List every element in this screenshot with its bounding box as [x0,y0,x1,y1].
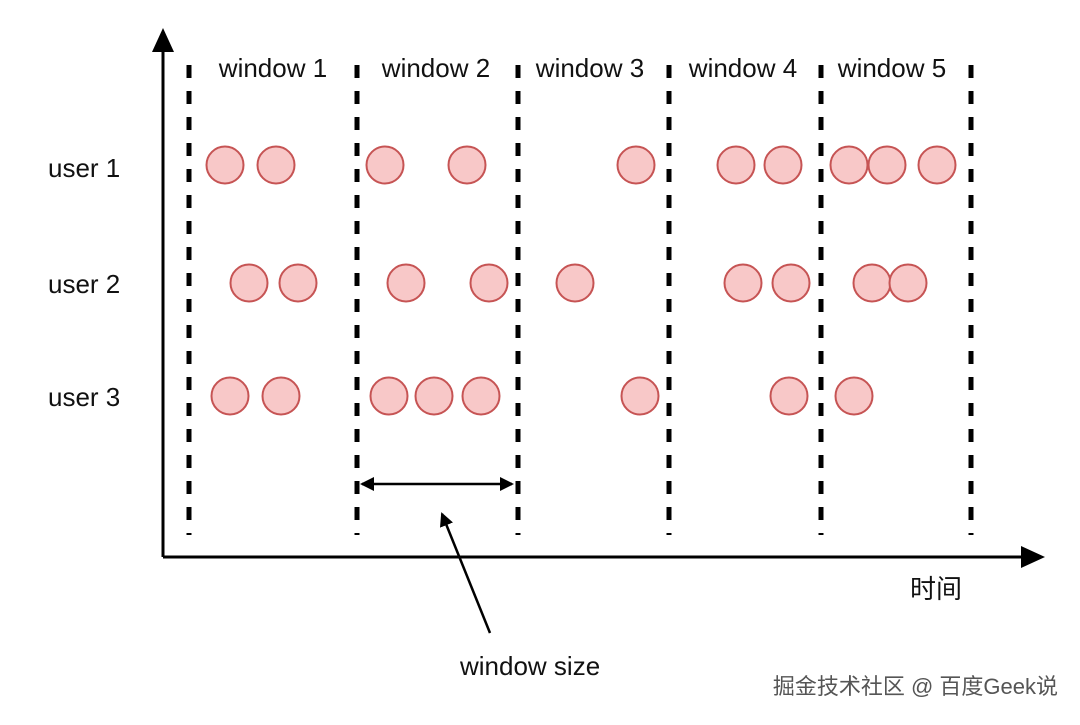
event-dot [261,376,301,416]
user-label-1: user 1 [48,153,120,183]
window-label-2: window 2 [381,53,490,83]
window-label-4: window 4 [688,53,797,83]
event-dot [834,376,874,416]
event-dot [461,376,501,416]
event-dot [888,263,928,303]
watermark: 掘金技术社区 @ 百度Geek说 [773,674,1058,699]
event-dot [256,145,296,185]
event-dot [917,145,957,185]
events-user-3 [210,376,874,416]
event-dot [205,145,245,185]
user-label-2: user 2 [48,269,120,299]
window-label-3: window 3 [535,53,644,83]
event-dot [369,376,409,416]
x-axis-arrowhead [1021,546,1045,568]
window-label-5: window 5 [837,53,946,83]
event-dot [555,263,595,303]
event-dot [620,376,660,416]
y-axis-arrowhead [152,28,174,52]
event-dot [469,263,509,303]
window-size-label: window size [459,651,600,681]
event-dot [716,145,756,185]
window-label-1: window 1 [218,53,327,83]
event-dot [616,145,656,185]
event-dot [386,263,426,303]
event-dot [763,145,803,185]
event-dot [771,263,811,303]
window-boundaries [186,65,974,535]
event-dot [229,263,269,303]
events-user-2 [229,263,928,303]
event-dot [769,376,809,416]
user-label-3: user 3 [48,382,120,412]
events-user-1 [205,145,957,185]
event-dot [365,145,405,185]
event-dot [447,145,487,185]
event-dot [867,145,907,185]
window-size-pointer [439,512,492,634]
event-dot [210,376,250,416]
event-dot [852,263,892,303]
event-dot [723,263,763,303]
time-axis-label: 时间 [910,574,962,604]
event-dot [829,145,869,185]
event-dot [278,263,318,303]
event-dot [414,376,454,416]
